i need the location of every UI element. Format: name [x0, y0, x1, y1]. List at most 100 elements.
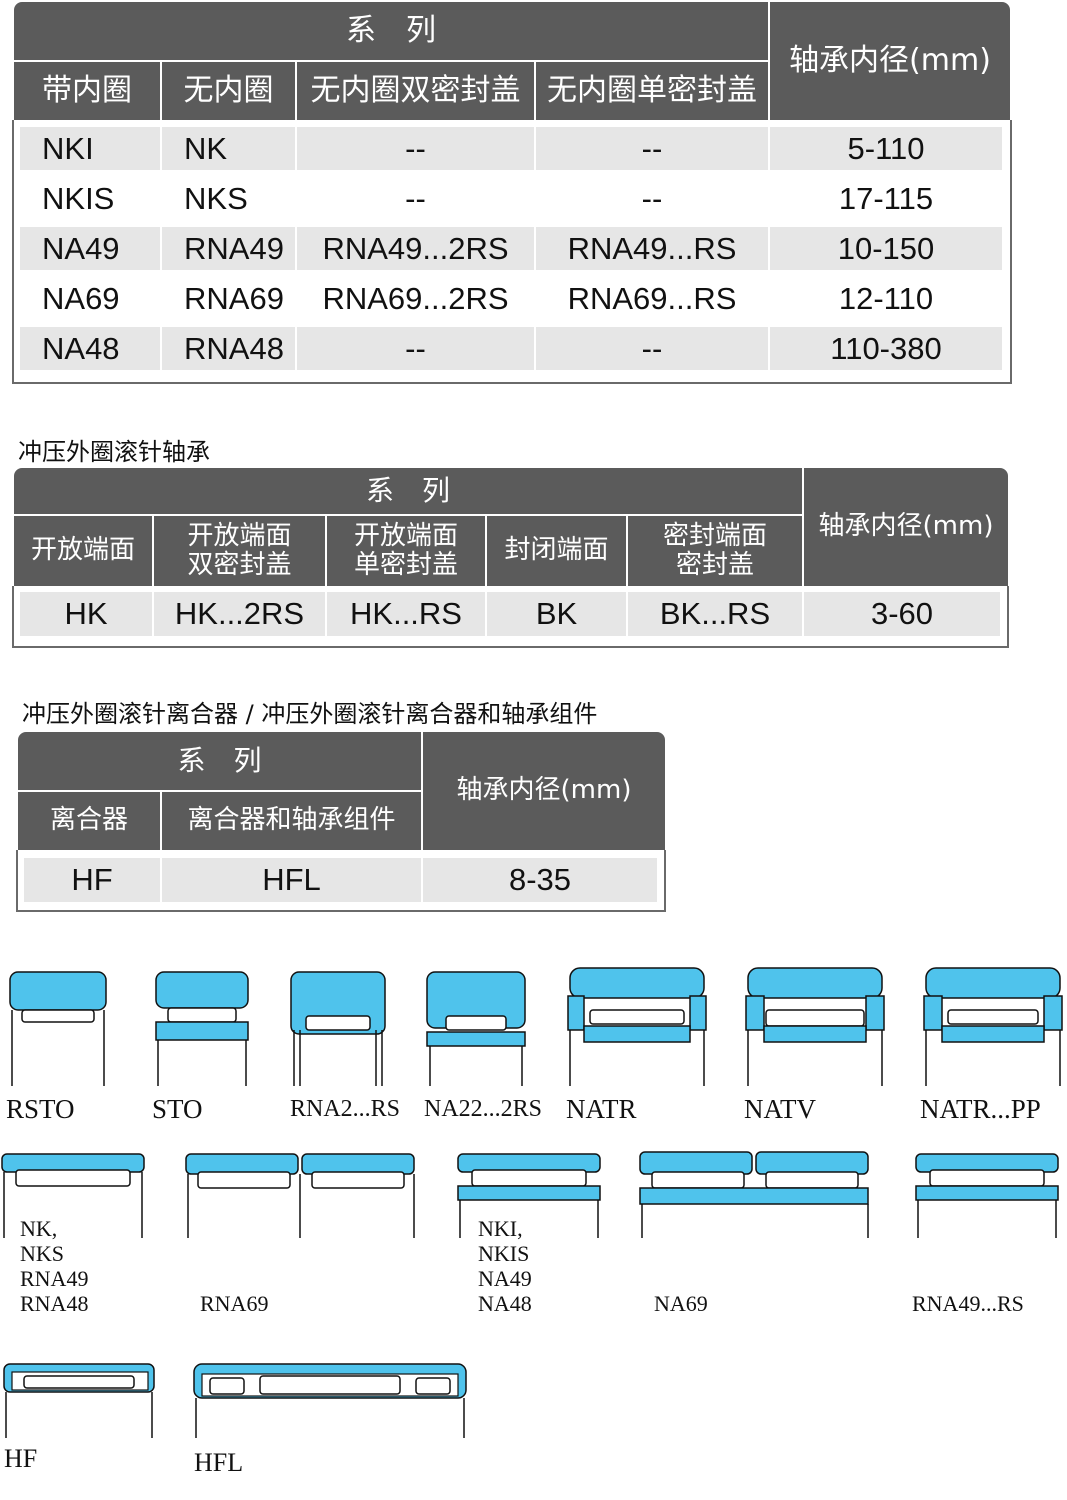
t3-bore-header: 轴承内径(mm): [423, 732, 665, 850]
t1-cell: --: [405, 180, 426, 216]
t2-cell: HK...RS: [327, 592, 485, 636]
diagram-rna49-rs: [915, 1153, 1059, 1238]
diagram-natr: [567, 967, 707, 1086]
t2-bore-header: 轴承内径(mm): [804, 468, 1008, 586]
t2-col-line: 密封端面: [662, 520, 767, 551]
t2-cell: HK...2RS: [154, 592, 325, 636]
t3-title: 冲压外圈滚针离合器 / 冲压外圈滚针离合器和轴承组件: [22, 700, 598, 728]
diagram-label: RNA2...RS: [290, 1096, 401, 1122]
t2-col-header: 开放端面单密封盖: [327, 516, 485, 586]
diagram-label-line: RNA49: [20, 1266, 89, 1291]
t2-col-header: 密封端面密封盖: [628, 516, 802, 586]
diagram-natr-pp: [923, 967, 1063, 1086]
t3-series-header: 系 列: [18, 732, 421, 790]
diagram-natv: [745, 967, 885, 1086]
t1-cell: NA69: [42, 280, 120, 316]
diagram-rna2-rs: [290, 971, 386, 1086]
diagram-nki: [457, 1153, 601, 1238]
t3-cell: HF: [24, 858, 160, 902]
t1-cell: NKIS: [42, 180, 115, 216]
diagram-rna69: [185, 1153, 415, 1238]
t1-cell: 12-110: [838, 280, 934, 316]
t2-cell: HK: [20, 592, 152, 636]
t2-cell: BK: [487, 592, 626, 636]
diagram-na22-2rs: [426, 971, 526, 1086]
diagram-nk: [1, 1153, 145, 1238]
t2-col-line: 开放端面: [353, 520, 458, 551]
diagram-label-line: RNA48: [20, 1291, 89, 1316]
t2-col-line: 密封盖: [675, 550, 754, 580]
diagram-label-line: NKI,: [478, 1216, 523, 1241]
diagram-label-line: NKS: [20, 1241, 65, 1266]
t1-cell: --: [536, 127, 768, 170]
t2-cell: 3-60: [804, 592, 1000, 636]
t1-cell: 5-110: [770, 127, 1002, 170]
t1-cell: NKI: [20, 127, 160, 170]
diagram-label-stack: NK, NKS RNA49 RNA48: [20, 1216, 88, 1316]
t3-body-frame: [16, 850, 666, 912]
t3-col-header: 离合器和轴承组件: [162, 792, 421, 850]
t1-cell: RNA69...RS: [567, 280, 737, 316]
t2-col-line: 开放端面: [187, 520, 292, 551]
t1-cell: RNA49...RS: [536, 227, 768, 270]
diagram-hfl: [193, 1363, 467, 1438]
t1-col-header: 带内圈: [14, 62, 160, 120]
t1-bore-header: 轴承内径(mm): [770, 2, 1010, 120]
t1-col-header: 无内圈双密封盖: [297, 62, 534, 120]
diagram-label: NATR...PP: [920, 1094, 1041, 1124]
t1-cell: RNA69: [184, 280, 284, 316]
t2-col-line: 单密封盖: [353, 550, 458, 580]
t2-col-line: 开放端面: [30, 535, 135, 566]
t3-cell: 8-35: [423, 858, 657, 902]
diagram-label-line: NKIS: [478, 1241, 530, 1266]
t1-body-frame: [12, 120, 1012, 384]
t1-cell: 10-150: [770, 227, 1002, 270]
diagram-label-line: NA48: [478, 1291, 532, 1316]
t1-cell: --: [641, 180, 663, 216]
t2-col-header: 开放端面双密封盖: [154, 516, 325, 586]
t1-cell: NA49: [20, 227, 160, 270]
diagram-label-stack: NKI, NKIS NA49 NA48: [478, 1216, 532, 1316]
diagram-label: RSTO: [6, 1094, 75, 1124]
t3-cell: HFL: [162, 858, 421, 902]
t1-cell: RNA49...2RS: [297, 227, 534, 270]
diagram-label: NATR: [566, 1094, 637, 1124]
t1-cell: --: [297, 327, 534, 370]
t1-cell: NA48: [20, 327, 160, 370]
t1-cell: NK: [162, 127, 295, 170]
t1-cell: --: [536, 327, 768, 370]
t1-cell: 17-115: [838, 180, 934, 216]
diagram-label: STO: [152, 1094, 203, 1124]
diagram-label: NATV: [744, 1094, 816, 1124]
t1-series-header: 系 列: [14, 2, 768, 60]
diagram-hf: [3, 1363, 155, 1438]
diagram-rsto: [9, 971, 107, 1086]
t1-cell: RNA69...2RS: [322, 280, 509, 316]
diagram-label-stack: RNA49...RS: [912, 1291, 1024, 1316]
t2-cell: BK...RS: [628, 592, 802, 636]
t1-cell: NKS: [184, 180, 248, 216]
diagram-label-line: NA49: [478, 1266, 532, 1291]
diagram-label-line: RNA69: [200, 1291, 269, 1316]
diagram-label-stack: RNA69: [200, 1291, 268, 1316]
t2-col-header: 开放端面: [14, 516, 152, 586]
t2-col-line: 双密封盖: [187, 550, 292, 580]
t3-col-header: 离合器: [18, 792, 160, 850]
t2-body-frame: [12, 586, 1009, 648]
t1-cell: 110-380: [770, 327, 1002, 370]
t1-cell: RNA48: [162, 327, 295, 370]
t2-series-header: 系 列: [14, 468, 802, 514]
t2-title: 冲压外圈滚针轴承: [18, 438, 210, 466]
t1-cell: --: [297, 127, 534, 170]
t1-col-header: 无内圈: [162, 62, 295, 120]
diagram-label: HF: [4, 1444, 38, 1473]
t2-col-line: 封闭端面: [504, 535, 609, 566]
t2-col-header: 封闭端面: [487, 516, 626, 586]
diagram-na69: [639, 1151, 869, 1238]
diagram-label-line: RNA49...RS: [912, 1291, 1024, 1316]
t1-col-header: 无内圈单密封盖: [536, 62, 768, 120]
diagram-sto: [155, 971, 249, 1086]
t1-cell: RNA49: [162, 227, 295, 270]
diagram-label-stack: NA69: [654, 1291, 708, 1316]
diagram-label-line: NA69: [654, 1291, 708, 1316]
